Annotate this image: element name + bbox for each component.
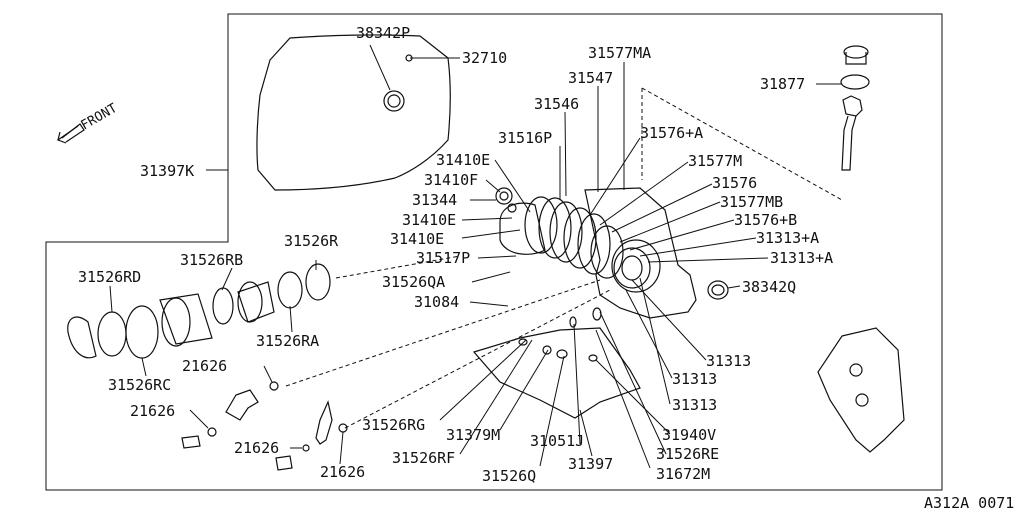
label-31084: 31084	[414, 293, 459, 311]
label-31546: 31546	[534, 95, 579, 113]
label-31410e-3: 31410E	[390, 230, 444, 248]
label-31577ma: 31577MA	[588, 44, 651, 62]
label-31526ra: 31526RA	[256, 332, 319, 350]
transmission-case	[584, 187, 697, 319]
label-32710: 32710	[462, 49, 507, 67]
dipstick-assembly	[840, 45, 870, 171]
label-31576b: 31576+B	[734, 211, 797, 229]
label-31410e-2: 31410E	[402, 211, 456, 229]
label-31576: 31576	[712, 174, 757, 192]
label-31344: 31344	[412, 191, 457, 209]
label-31547: 31547	[568, 69, 613, 87]
label-31313-c: 31313	[672, 396, 717, 414]
label-31526rc: 31526RC	[108, 376, 171, 394]
label-31526qa: 31526QA	[382, 273, 445, 291]
label-31526rf: 31526RF	[392, 449, 455, 467]
valve-body-parts	[518, 307, 602, 362]
front-arrow-icon: FRONT	[56, 101, 121, 144]
label-31397: 31397	[568, 455, 613, 473]
seal-38342q	[707, 280, 729, 300]
label-21626-c: 21626	[234, 439, 279, 457]
label-31313-b: 31313	[672, 370, 717, 388]
label-31577mb: 31577MB	[720, 193, 783, 211]
leader-lines	[109, 44, 842, 469]
front-label: FRONT	[79, 101, 121, 134]
label-31397k: 31397K	[140, 162, 194, 180]
label-31410e-1: 31410E	[436, 151, 490, 169]
gasket-outline	[256, 34, 451, 191]
label-38342p: 38342P	[356, 24, 410, 42]
label-31940v: 31940V	[662, 426, 716, 444]
gasket-seal	[383, 90, 405, 112]
label-31526r: 31526R	[284, 232, 339, 250]
label-21626-a: 21626	[182, 357, 227, 375]
label-31526rd: 31526RD	[78, 268, 141, 286]
label-31313a-1: 31313+A	[756, 229, 819, 247]
side-cover	[817, 327, 905, 453]
label-31051j: 31051J	[530, 432, 584, 450]
label-31877: 31877	[760, 75, 805, 93]
label-31576a-1: 31576+A	[640, 124, 703, 142]
oil-pan	[472, 327, 641, 419]
label-31526q: 31526Q	[482, 467, 536, 485]
label-31410f: 31410F	[424, 171, 478, 189]
label-31517p: 31517P	[416, 249, 470, 267]
diagram-code: A312A 0071	[924, 494, 1014, 512]
part-labels: 38342P 32710 31577MA 31547 31546 31877 3…	[78, 24, 833, 485]
label-21626-d: 21626	[320, 463, 365, 481]
label-21626-b: 21626	[130, 402, 175, 420]
bolts-and-fittings	[181, 381, 348, 471]
label-31526rb: 31526RB	[180, 251, 243, 269]
label-38342q: 38342Q	[742, 278, 796, 296]
diagram-frame	[45, 13, 943, 491]
clutch-pack	[495, 187, 624, 279]
label-31313a-2: 31313+A	[770, 249, 833, 267]
label-31526re: 31526RE	[656, 445, 719, 463]
label-31379m: 31379M	[446, 426, 500, 444]
label-31577m: 31577M	[688, 152, 742, 170]
label-31526rg: 31526RG	[362, 416, 425, 434]
label-31313-a: 31313	[706, 352, 751, 370]
label-31516p: 31516P	[498, 129, 552, 147]
label-31672m: 31672M	[656, 465, 710, 483]
